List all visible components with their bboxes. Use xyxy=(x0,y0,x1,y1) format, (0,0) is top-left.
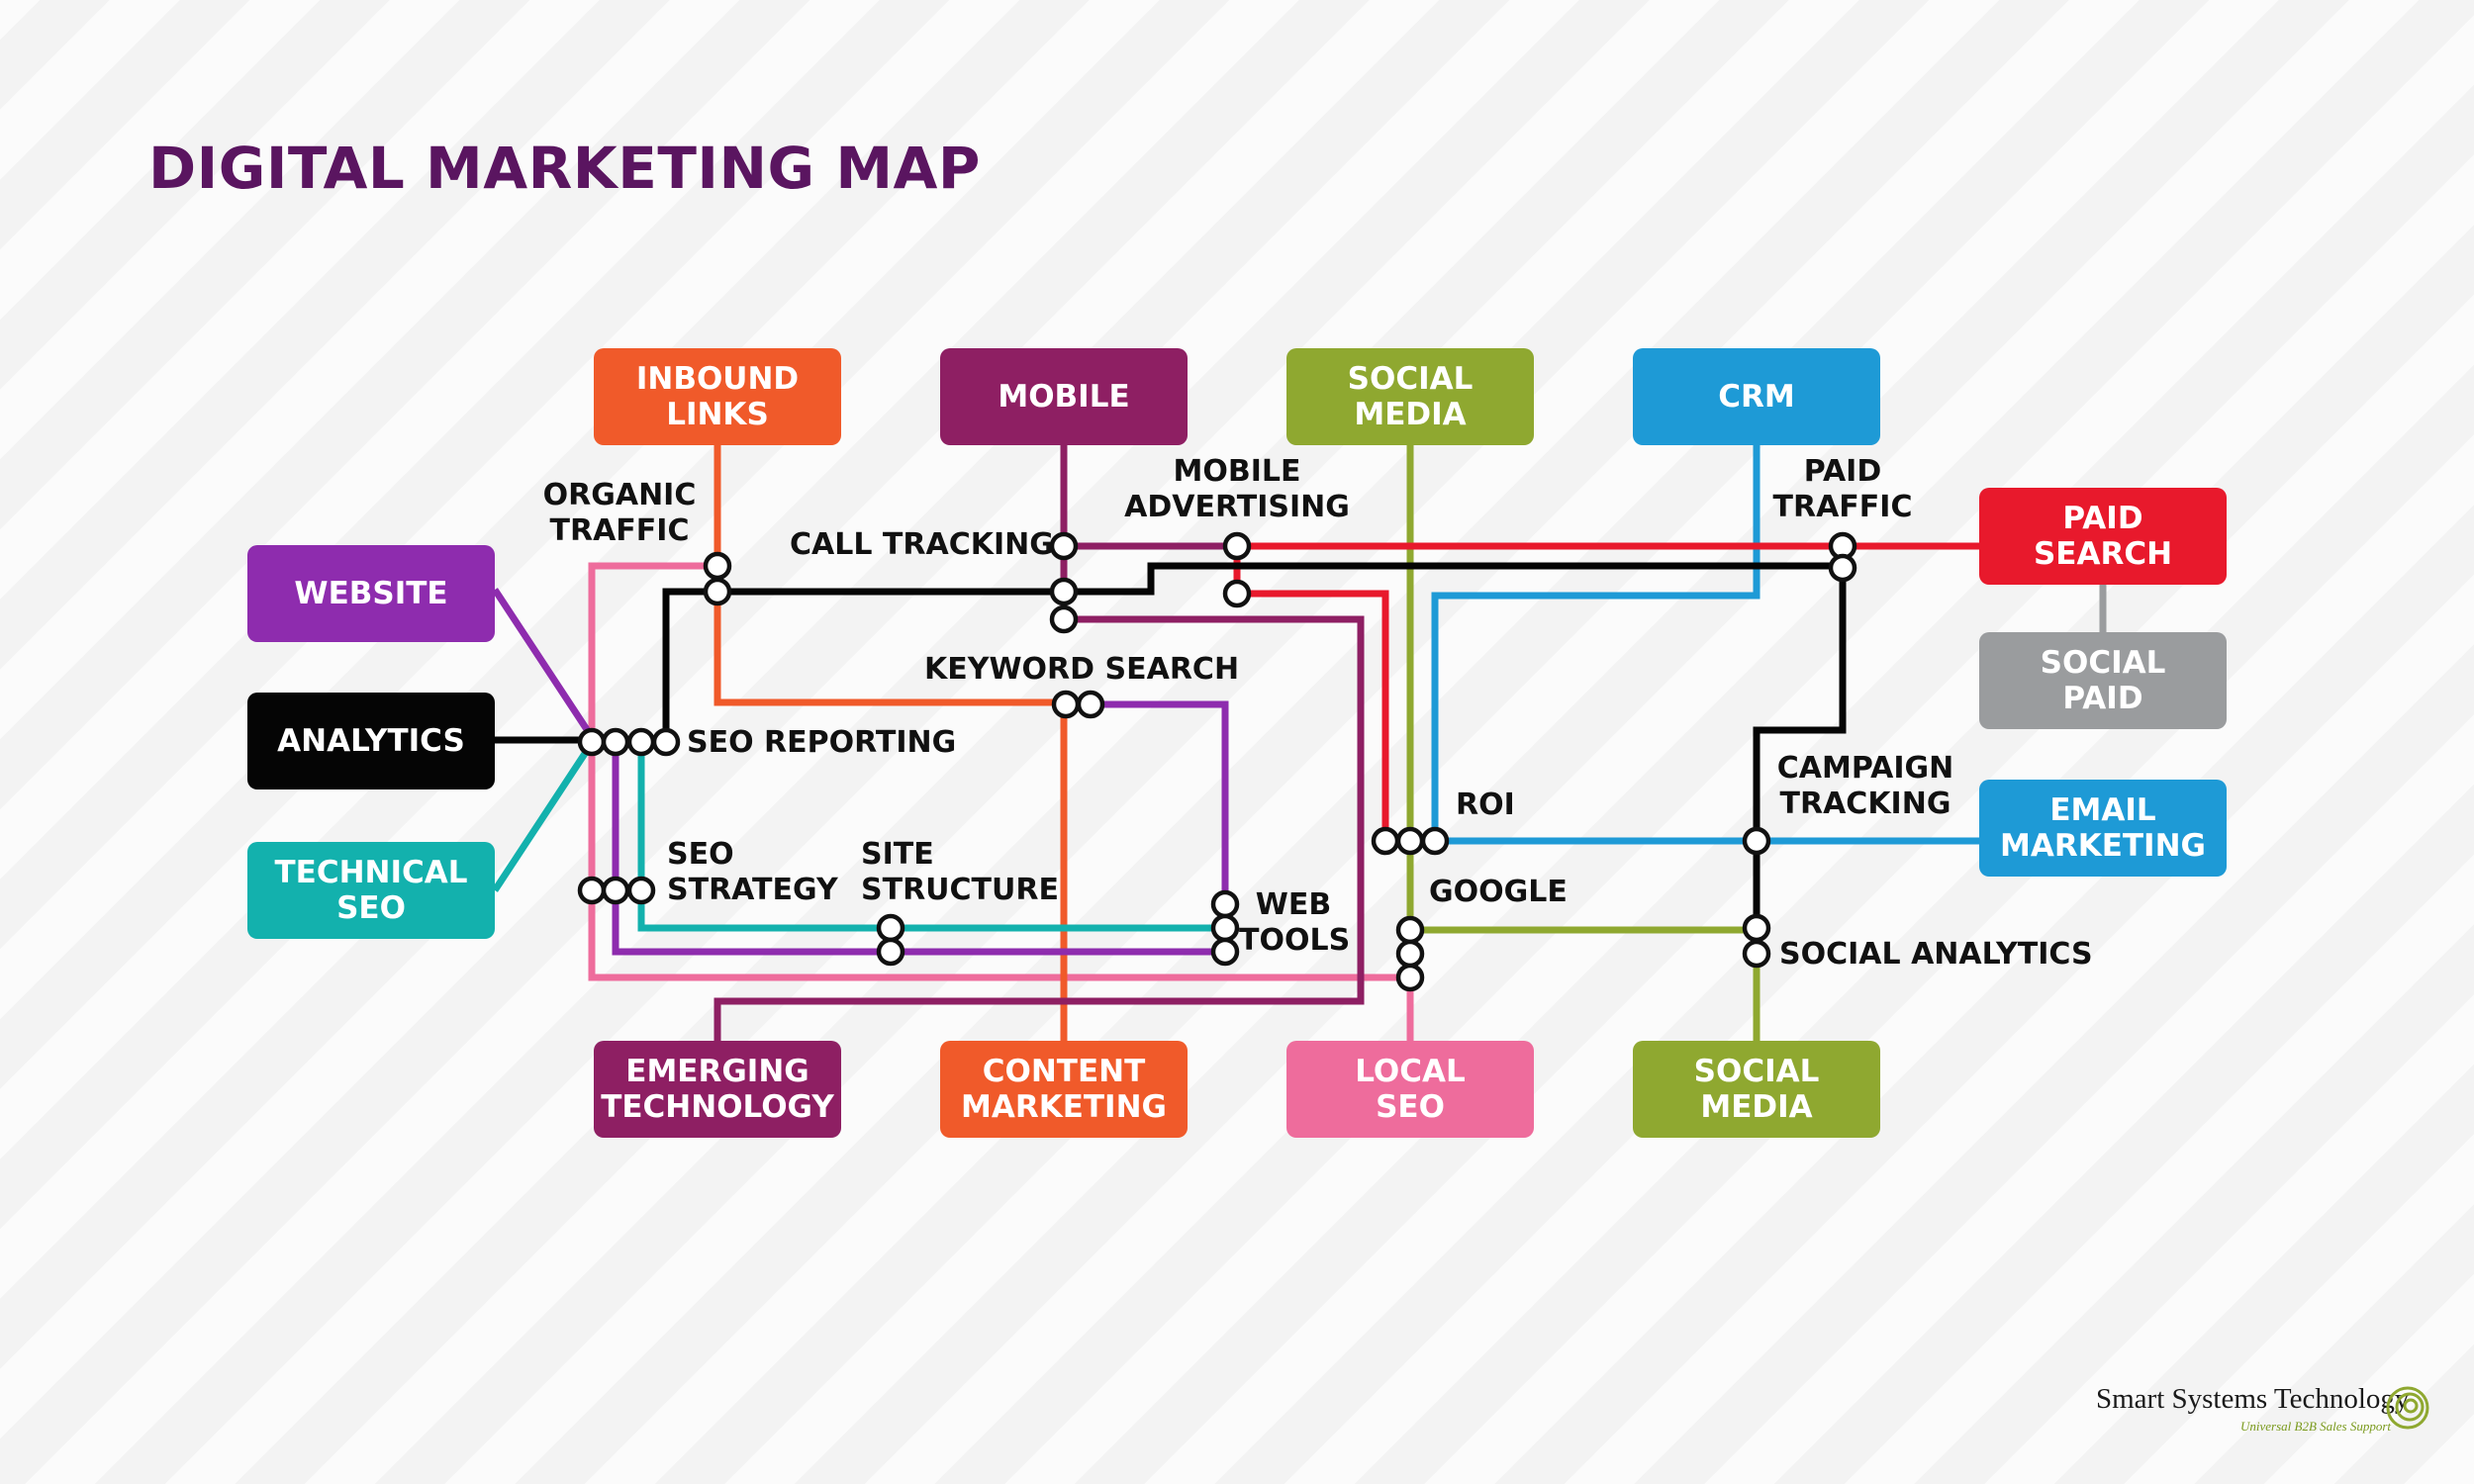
logo-tagline: Universal B2B Sales Support xyxy=(2240,1419,2392,1434)
station-google: GOOGLE xyxy=(1429,875,1568,909)
station-web-tools: WEB TOOLS xyxy=(1239,887,1351,958)
node-crm: CRM xyxy=(1633,348,1880,445)
node-social-paid: SOCIAL PAID xyxy=(1979,632,2227,729)
station-organic-traffic: ORGANIC TRAFFIC xyxy=(542,478,697,548)
station-social-analytics: SOCIAL ANALYTICS xyxy=(1779,937,2093,972)
node-paid-search: PAID SEARCH xyxy=(1979,488,2227,585)
station-keyword-search: KEYWORD SEARCH xyxy=(924,652,1240,687)
station-campaign-tracking: CAMPAIGN TRACKING xyxy=(1776,751,1954,821)
station-call-tracking: CALL TRACKING xyxy=(790,527,1054,562)
station-paid-traffic: PAID TRAFFIC xyxy=(1772,454,1913,524)
line-analytics xyxy=(495,562,1847,930)
node-mobile: MOBILE xyxy=(940,348,1188,445)
node-content-marketing: CONTENT MARKETING xyxy=(940,1041,1188,1138)
node-local-seo: LOCAL SEO xyxy=(1286,1041,1534,1138)
company-logo: Smart Systems Technology Universal B2B S… xyxy=(2096,1383,2432,1442)
logo-name: Smart Systems Technology xyxy=(2096,1383,2410,1415)
station-roi: ROI xyxy=(1456,788,1515,822)
line-technical-seo xyxy=(492,736,1225,932)
logo-swirl-icon xyxy=(2386,1386,2429,1430)
line-social-media-bottom xyxy=(1410,926,1760,1041)
node-website: WEBSITE xyxy=(247,545,495,642)
line-local-seo xyxy=(588,562,1414,1041)
node-technical-seo: TECHNICAL SEO xyxy=(247,842,495,939)
node-social-media-top: SOCIAL MEDIA xyxy=(1286,348,1534,445)
page-title: DIGITAL MARKETING MAP xyxy=(148,135,981,202)
station-seo-strategy: SEO STRATEGY xyxy=(667,837,838,907)
node-emerging-technology: EMERGING TECHNOLOGY xyxy=(594,1041,841,1138)
station-seo-reporting: SEO REPORTING xyxy=(687,725,957,760)
station-site-structure: SITE STRUCTURE xyxy=(861,837,1059,907)
node-analytics: ANALYTICS xyxy=(247,693,495,789)
station-mobile-advertising: MOBILE ADVERTISING xyxy=(1124,454,1350,524)
node-email-marketing: EMAIL MARKETING xyxy=(1979,780,2227,877)
node-inbound-links: INBOUND LINKS xyxy=(594,348,841,445)
node-social-media-bottom: SOCIAL MEDIA xyxy=(1633,1041,1880,1138)
line-crm xyxy=(1431,445,1760,841)
